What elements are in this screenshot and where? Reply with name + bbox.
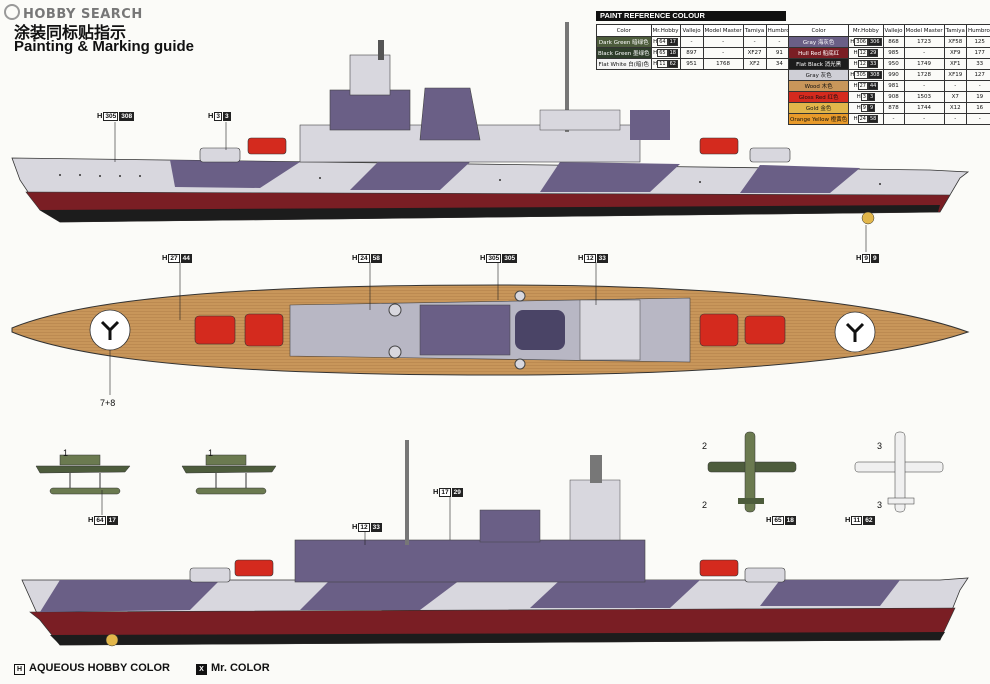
ship-profile-bottom [21, 440, 969, 647]
decal-marker-1: 1 [63, 448, 69, 458]
seaplane-top-view [707, 431, 797, 513]
color-swatch-cell: Flat Black 消光黑 [787, 58, 850, 70]
hobby-search-logo: HOBBY SEARCH [4, 4, 143, 22]
tamiya-cell: XF2 [742, 58, 767, 70]
paint-table-title: PAINT REFERENCE COLOUR [596, 11, 786, 21]
logo-icon [4, 4, 20, 20]
paint-table-right: Color Mr.Hobby Vallejo Model Master Tami… [787, 24, 990, 125]
table-header-row: Color Mr.Hobby Vallejo Model Master Tami… [787, 24, 990, 37]
paint-table-left: Color Mr.Hobby Vallejo Model Master Tami… [596, 24, 794, 70]
humbrol-cell: - [965, 113, 990, 125]
decal-marker-7-8: 7+8 [100, 398, 116, 408]
seaplane-bottom-view [854, 431, 944, 513]
callout-leader-lines [101, 122, 867, 545]
tamiya-cell: - [742, 36, 767, 48]
seaplane-side-2 [181, 454, 277, 495]
decal-marker-3: 3 [877, 441, 883, 451]
decal-marker-2: 2 [702, 441, 708, 451]
mr-color-symbol-icon: X [196, 664, 207, 675]
model-master-cell: 1768 [702, 58, 744, 70]
tamiya-cell: - [943, 113, 967, 125]
color-swatch-cell: Orange Yellow 橙黄色 [787, 113, 850, 125]
aqueous-symbol-icon: H [14, 664, 25, 675]
decal-marker-1b: 1 [208, 448, 214, 458]
title-chinese: 涂装同标贴指示 [14, 23, 127, 42]
ship-deck-plan [11, 284, 970, 376]
decal-marker-2b: 2 [702, 500, 708, 510]
seaplane-side-1 [35, 454, 131, 495]
vallejo-cell: 990 [882, 69, 905, 81]
vallejo-cell: - [882, 113, 905, 125]
ship-profile-top [11, 22, 970, 225]
page-title: Painting & Marking guide [14, 38, 195, 55]
color-swatch-cell: Flat White 白(暗)色 [596, 58, 652, 70]
decal-marker-3b: 3 [877, 500, 883, 510]
